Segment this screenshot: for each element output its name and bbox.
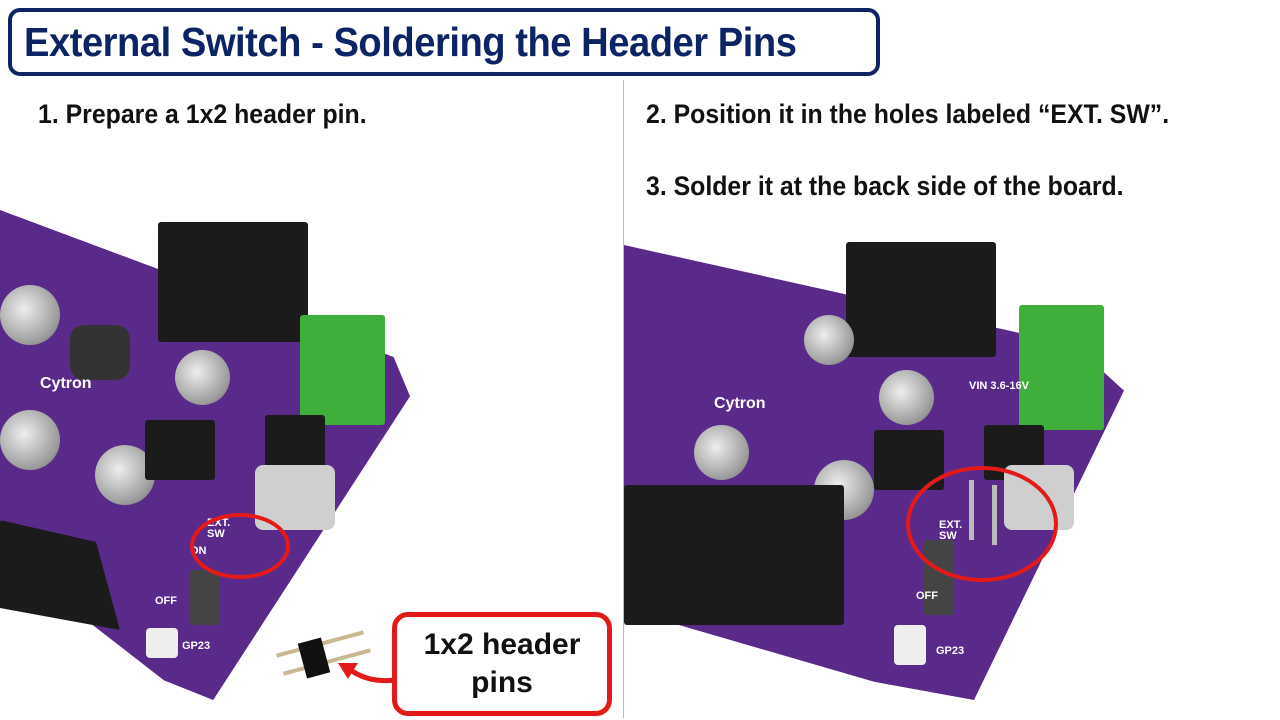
gp23-label-right: GP23 (936, 645, 965, 657)
board-brand-label-right: Cytron (714, 395, 766, 412)
board-brand-label: Cytron (40, 375, 92, 392)
step-1-text: 1. Prepare a 1x2 header pin. (38, 99, 367, 129)
page-title: External Switch - Soldering the Header P… (24, 18, 797, 65)
highlight-circle (190, 513, 290, 579)
gp23-label: GP23 (182, 640, 211, 652)
off-label-right: OFF (916, 590, 938, 602)
highlight-circle-right (906, 466, 1058, 582)
board-photo-right: Cytron EXT. SW OFF GP23 VIN 3.6-16V (624, 230, 1280, 700)
divider (623, 80, 624, 718)
title-box: External Switch - Soldering the Header P… (8, 8, 880, 76)
callout-label: 1x2 header pins (423, 628, 581, 699)
step-3-text: 3. Solder it at the back side of the boa… (646, 171, 1124, 201)
callout-arrow (338, 663, 396, 684)
off-label: OFF (155, 595, 177, 607)
vin-label: VIN 3.6-16V (969, 380, 1029, 392)
header-pins-callout: 1x2 header pins (392, 612, 612, 716)
board-photo-left: Cytron EXT. SW ON OFF GP23 (0, 200, 420, 700)
step-2-text: 2. Position it in the holes labeled “EXT… (646, 99, 1170, 129)
